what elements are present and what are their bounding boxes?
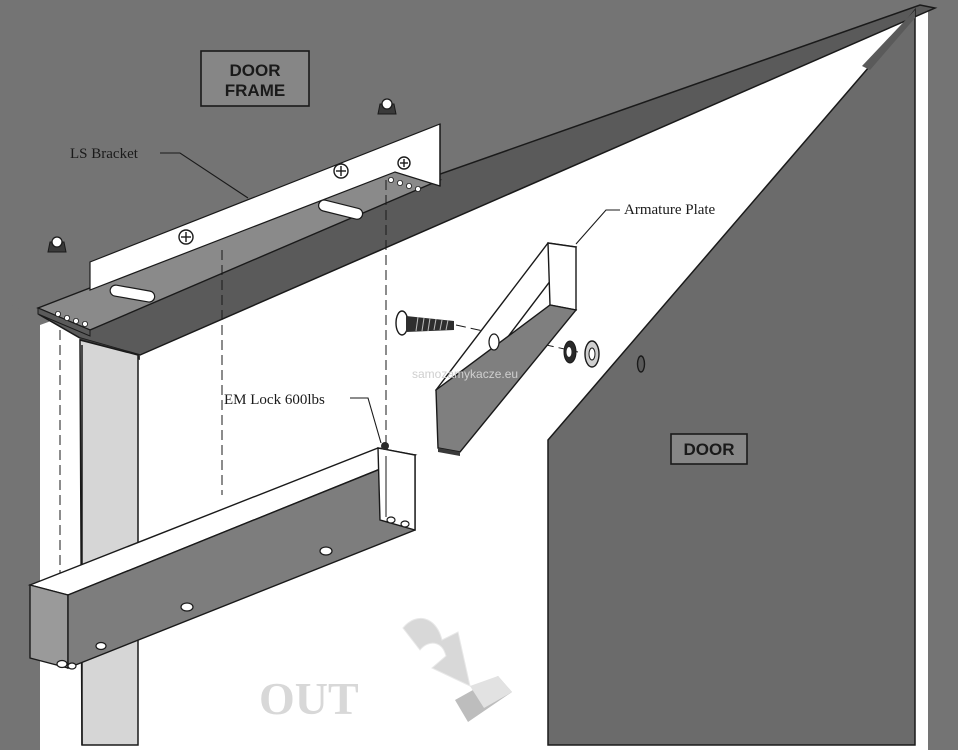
screw-icon: [178, 229, 194, 245]
door-hole: [636, 355, 646, 373]
ls-bracket-label: LS Bracket: [70, 146, 139, 162]
screw-icon: [395, 310, 454, 336]
washer-icon: [584, 340, 600, 368]
em-lock-label: EM Lock 600lbs: [224, 392, 325, 408]
watermark: samozamykacze.eu: [412, 367, 518, 381]
wall-left: [0, 300, 40, 750]
bracket-slot: [318, 199, 364, 220]
door-frame-label-line2: FRAME: [225, 81, 285, 100]
curved-arrow-icon: [402, 618, 512, 722]
nut-icon: [563, 340, 577, 364]
door-leaf: [547, 7, 916, 746]
door-frame-label: DOOR FRAME: [200, 50, 310, 107]
out-label: OUT: [259, 673, 359, 724]
wall-right-strip: [928, 0, 958, 750]
screw-icon: [397, 156, 411, 170]
door-frame-jamb: [79, 339, 139, 746]
nut-icon: [47, 236, 67, 253]
door-frame-label-line1: DOOR: [230, 61, 281, 80]
screw-icon: [333, 163, 349, 179]
em-lock: [27, 442, 418, 670]
door-label: DOOR: [670, 433, 748, 465]
armature-plate-label: Armature Plate: [624, 202, 716, 218]
door-frame-header: [38, 4, 938, 356]
nut-icon: [377, 98, 397, 115]
armature-plate: [434, 242, 578, 456]
door-label-text: DOOR: [684, 440, 735, 459]
bracket-slot: [109, 284, 156, 303]
